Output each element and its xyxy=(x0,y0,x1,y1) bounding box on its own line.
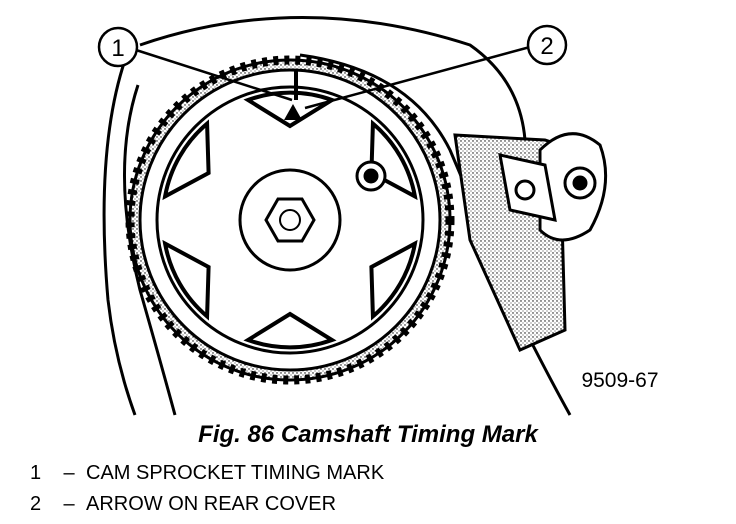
legend-description: CAM SPROCKET TIMING MARK xyxy=(86,462,385,484)
legend-item: 1 – CAM SPROCKET TIMING MARK xyxy=(30,458,384,489)
camshaft-sprocket-illustration: 1 2 9509-67 xyxy=(97,16,659,416)
center-bolt xyxy=(264,197,316,243)
legend-item: 2 – ARROW ON REAR COVER xyxy=(30,489,384,520)
legend-separator: – xyxy=(63,493,75,515)
bolt-head-icon xyxy=(355,160,387,192)
callout-1-label: 1 xyxy=(111,35,124,62)
camshaft-sprocket xyxy=(138,68,442,372)
rear-cover xyxy=(102,16,527,416)
callout-1: 1 xyxy=(97,26,139,68)
callout-2-label: 2 xyxy=(540,33,553,60)
legend-separator: – xyxy=(63,462,75,484)
legend-number: 1 xyxy=(30,462,42,484)
figure-code: 9509-67 xyxy=(581,369,658,392)
legend-number: 2 xyxy=(30,493,42,515)
sprocket-timing-mark xyxy=(284,104,302,120)
callout-leaders xyxy=(135,45,531,110)
figure-caption: Fig. 86 Camshaft Timing Mark xyxy=(198,421,538,448)
callout-legend: 1 – CAM SPROCKET TIMING MARK 2 – ARROW O… xyxy=(30,458,384,520)
belt-tensioner xyxy=(453,132,608,352)
legend-description: ARROW ON REAR COVER xyxy=(86,493,337,515)
callout-2: 2 xyxy=(526,24,568,66)
